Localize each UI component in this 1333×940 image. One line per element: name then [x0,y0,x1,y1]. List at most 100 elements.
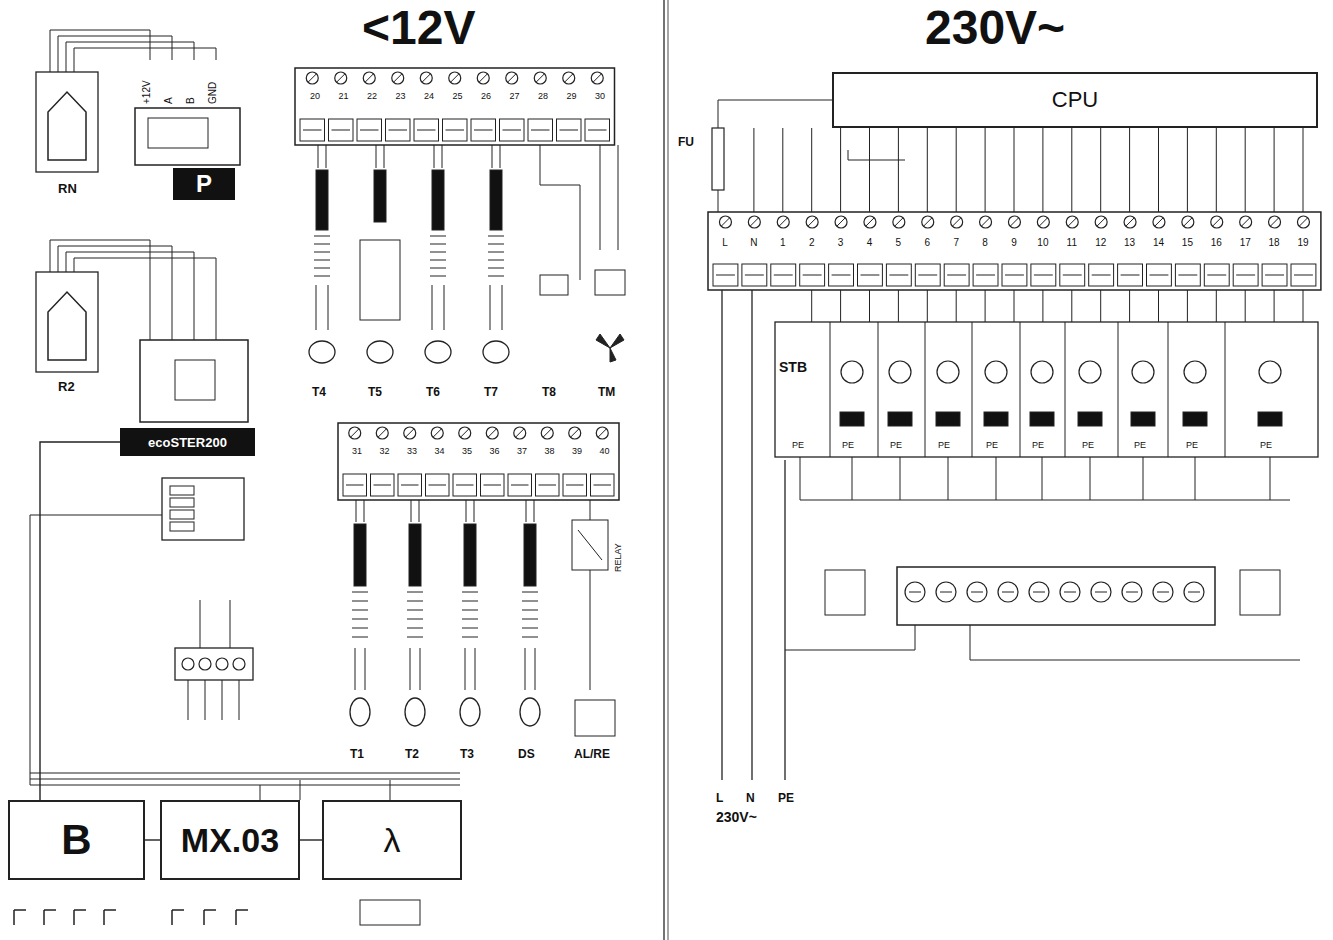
terminal-screw [1066,216,1078,228]
header-pin [199,658,211,670]
terminal-clamp [591,474,615,496]
terminal-screw [591,72,603,84]
label-text: A [164,97,174,104]
label-text: 14 [1148,238,1170,248]
wire [953,218,961,226]
terminal-clamp [1060,264,1085,286]
label-text: 26 [476,92,496,101]
panel-housing [135,108,240,165]
wire [588,130,607,131]
terminal-screw [514,427,526,439]
terminal-clamp [481,474,505,496]
wire [488,236,504,237]
wire [1129,290,1130,322]
wire [490,285,491,330]
wire [1207,275,1226,276]
terminal-screw [1008,216,1020,228]
terminal-clamp [371,474,395,496]
wire [30,773,460,774]
wire [898,128,899,212]
wire [430,268,446,269]
wire [378,429,386,437]
wire [982,218,990,226]
wire [1121,275,1140,276]
wire [540,185,580,186]
label-text: RELAY [614,543,623,572]
label-text: STB [779,360,807,374]
wire [869,290,870,322]
wire [779,218,787,226]
wire [430,236,446,237]
wire [832,275,851,276]
earth-screw [967,582,987,602]
terminal-clamp [557,119,582,141]
terminal-clamp [886,264,911,286]
wire [374,485,392,486]
panel-label: P [173,168,235,200]
terminal-screw [1182,216,1194,228]
fan-symbol [596,334,624,362]
wire [488,252,504,253]
load-symbol [889,361,911,383]
label-text: 15 [1176,238,1198,248]
wire [260,785,261,800]
wire [1042,128,1043,212]
label-text: PE [1032,441,1044,450]
thermostat-icon [48,292,86,360]
terminal-screw [1153,216,1165,228]
terminal-screw [392,72,404,84]
pin-header [175,648,253,680]
wire [442,145,443,168]
earth-screw [1029,582,1049,602]
wire [924,218,932,226]
wire [488,429,496,437]
wire [1118,322,1119,457]
node-text: λ [384,823,401,857]
sensor-icon [405,698,425,726]
label-text: 3 [830,238,852,248]
terminal-screw [864,216,876,228]
label-text: 35 [457,447,477,456]
label-text: PE [1134,441,1146,450]
wire [314,276,330,277]
label-text: T6 [426,386,440,398]
wire [976,275,995,276]
terminal-clamp [713,264,738,286]
wire [918,275,937,276]
wire [433,429,441,437]
connector-pin [170,510,194,519]
terminal-screw [420,72,432,84]
wire [927,128,928,212]
wire [531,130,550,131]
wire [50,30,150,31]
wire [216,258,217,340]
wire [895,218,903,226]
wire [484,485,502,486]
label-text: 27 [505,92,525,101]
module-housing [140,340,248,422]
wire [590,500,591,520]
contact-symbol [540,275,568,295]
sensor-icon [520,698,540,726]
wire [500,145,501,168]
wire [1090,457,1091,500]
label-text: PE [842,441,854,450]
wire [1299,218,1307,226]
terminal-clamp [1031,264,1056,286]
cable-sleeve [524,524,536,586]
earth-screw [1060,582,1080,602]
label-text: N [743,238,765,248]
wire [667,0,669,940]
terminal-clamp [1089,264,1114,286]
wire [407,637,423,638]
label-text: 17 [1234,238,1256,248]
earth-screw [905,582,925,602]
wire [1042,457,1043,500]
wire [456,485,474,486]
wire [488,244,504,245]
label-text: 32 [375,447,395,456]
label-text: PE [986,441,998,450]
terminal-clamp [443,119,468,141]
wire [571,429,579,437]
